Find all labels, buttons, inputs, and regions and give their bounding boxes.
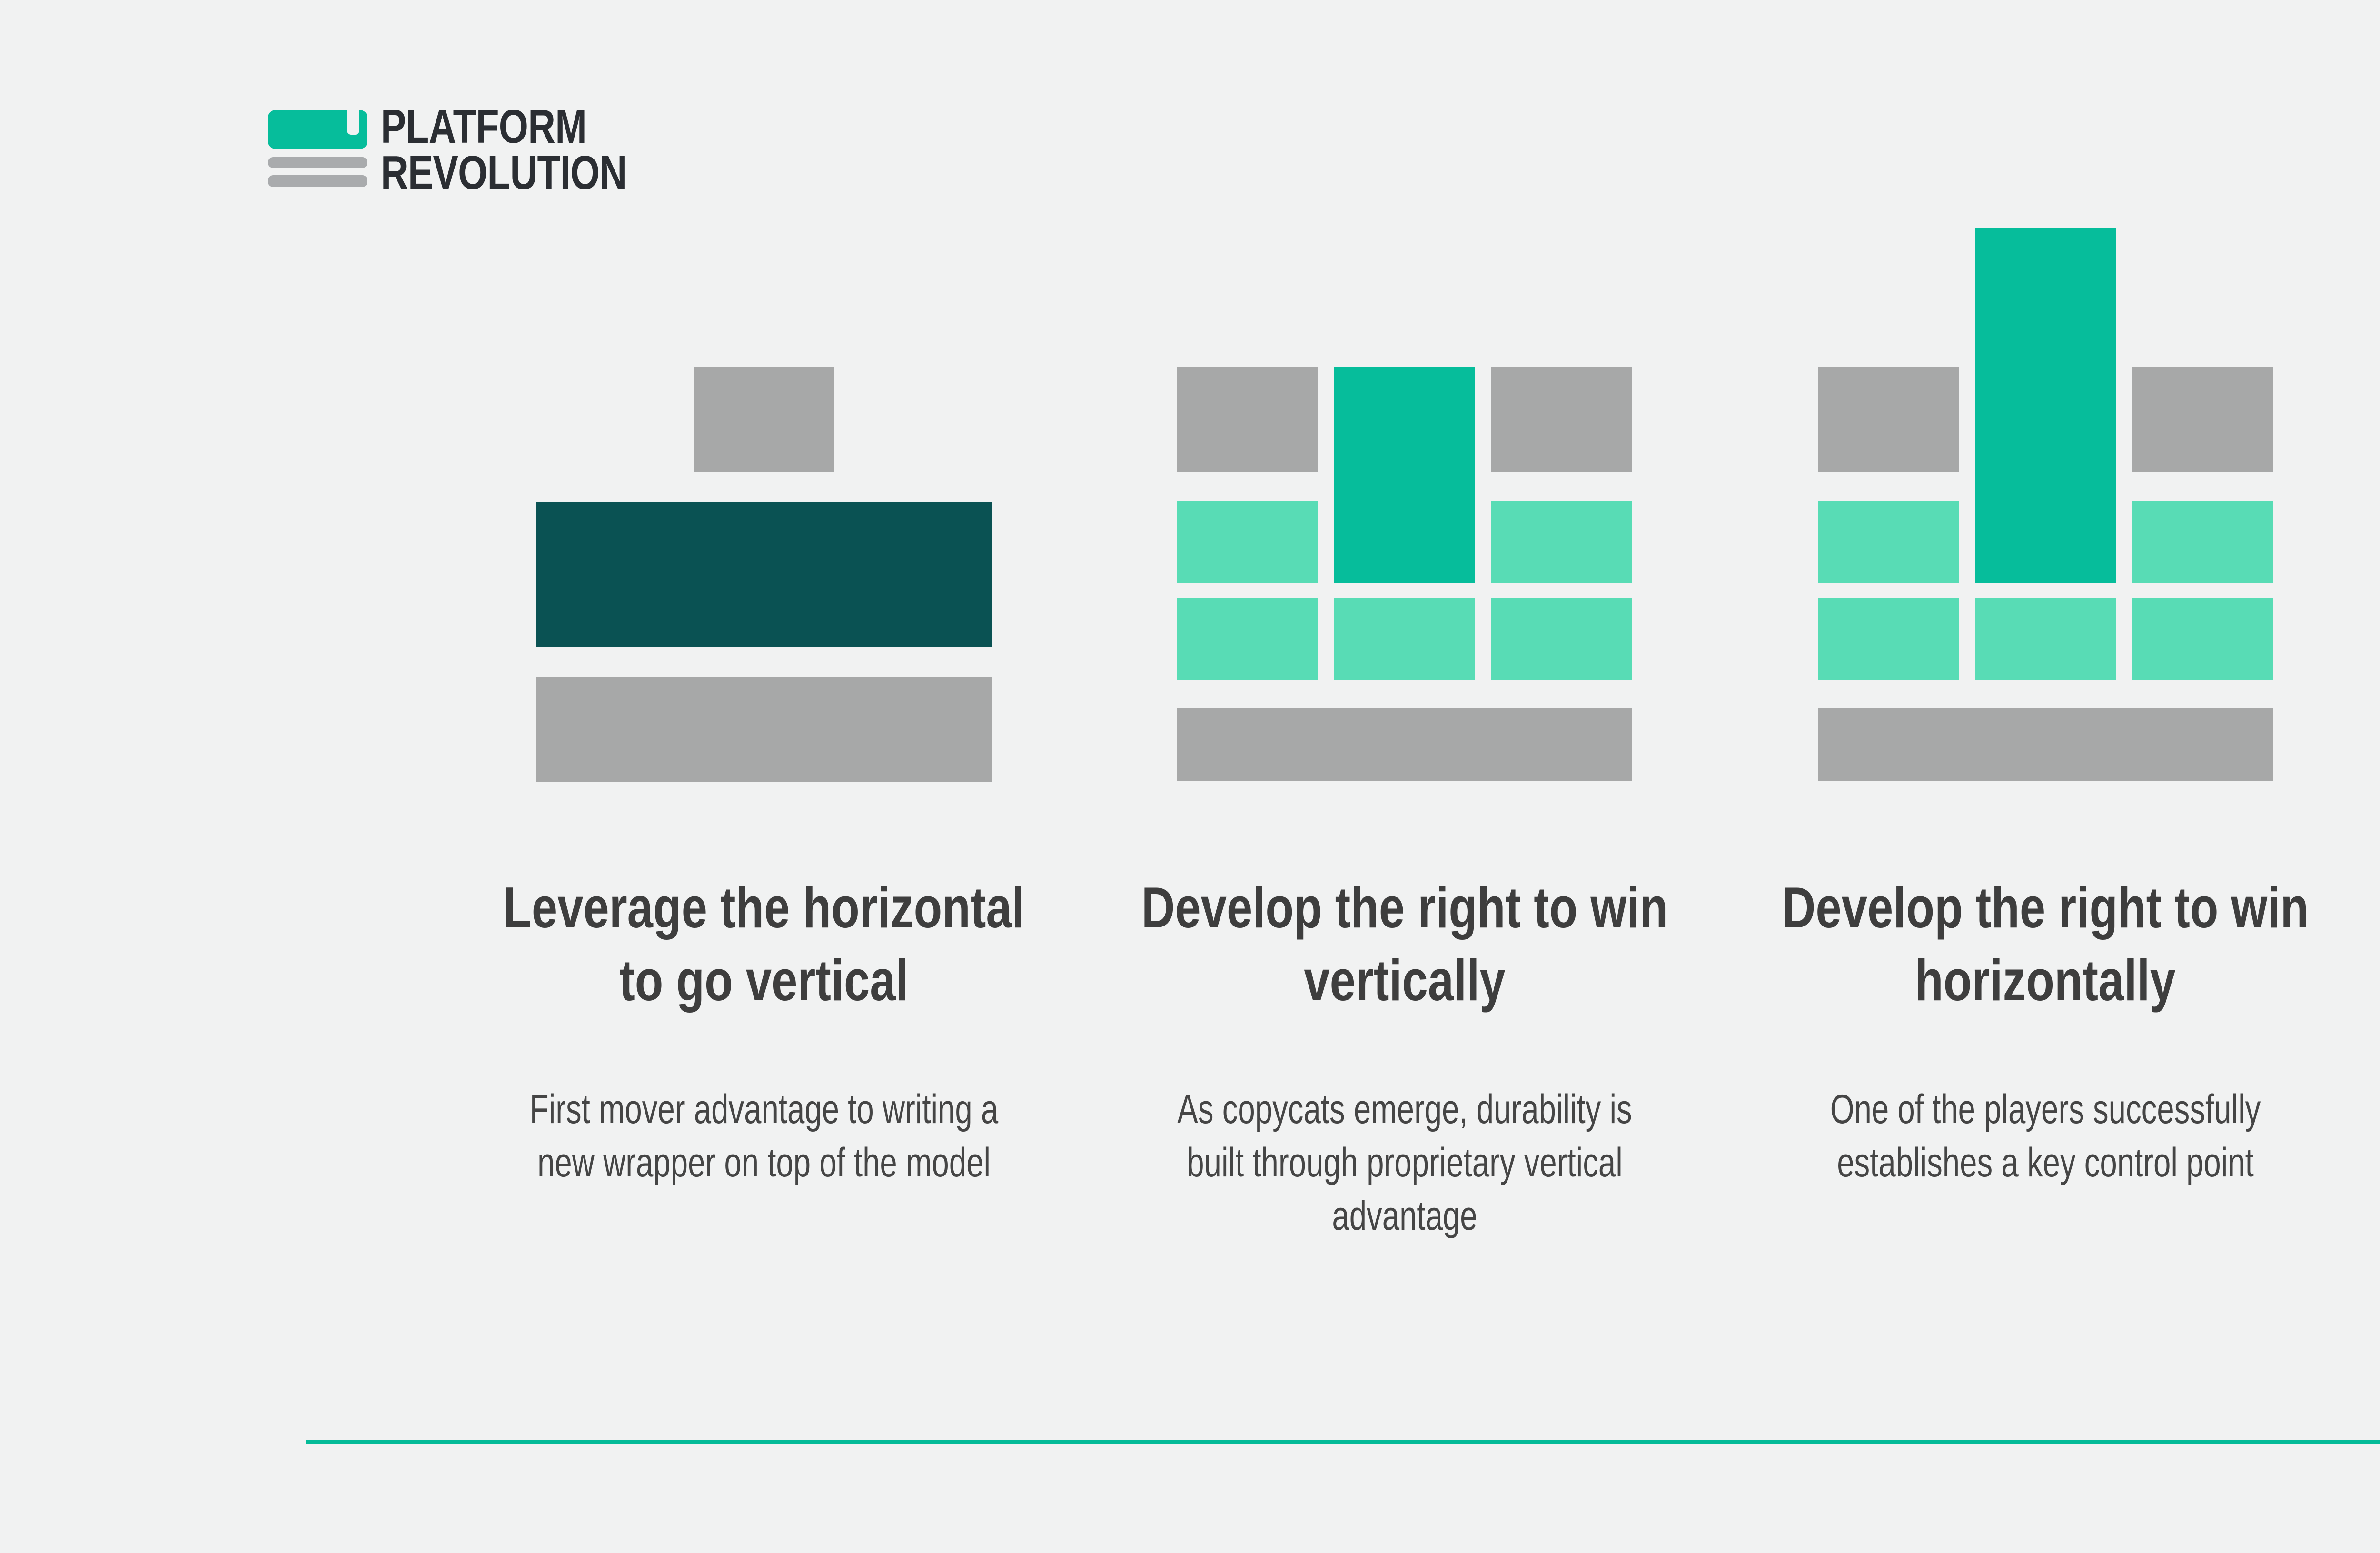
diagram-block-green — [1334, 598, 1475, 680]
diagram-block-green — [2132, 501, 2273, 583]
diagram-block-green — [1818, 598, 1959, 680]
logo-layer-bar-icon — [268, 157, 367, 168]
diagram-block-green — [1975, 598, 2116, 680]
diagram-block-gray — [694, 367, 834, 472]
diagram-block-gray — [1818, 367, 1959, 472]
logo-layer-bar-icon — [268, 175, 367, 187]
diagram-block-gray — [2132, 367, 2273, 472]
diagram-block-green — [1177, 598, 1318, 680]
diagram-block-green — [1818, 501, 1959, 583]
diagram-block-gray — [1818, 708, 2273, 781]
logo-wordmark: PLATFORM REVOLUTION — [381, 100, 685, 199]
diagram-block-gray — [1491, 367, 1632, 472]
diagram-block-green — [1491, 598, 1632, 680]
diagram-block-green — [1177, 501, 1318, 583]
diagram-block-green — [1491, 501, 1632, 583]
diagram-block-darkteal — [536, 502, 992, 647]
diagram-block-gray — [536, 677, 992, 782]
logo-wordmark-line2: REVOLUTION — [381, 146, 627, 199]
logo-platform-icon — [268, 110, 367, 149]
diagram-block-gray — [1177, 708, 1632, 781]
diagram-block-gray — [1177, 367, 1318, 472]
diagram-block-green — [2132, 598, 2273, 680]
logo-wordmark-line1: PLATFORM — [381, 100, 587, 153]
diagram-block-teal — [1334, 367, 1475, 583]
divider-line — [306, 1440, 2380, 1444]
diagram-block-teal — [1975, 228, 2116, 583]
logo-icon-notch — [347, 110, 359, 135]
